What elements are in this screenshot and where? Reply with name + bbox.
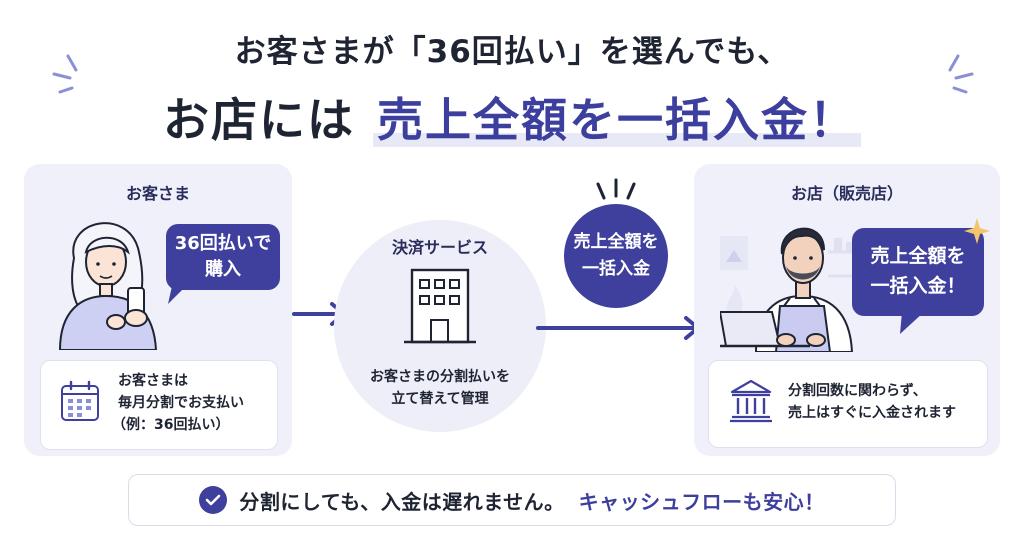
headline-highlight: 売上全額を一括入金！ xyxy=(373,93,861,147)
headline-line1: お客さまが「36回払い」を選んでも、 xyxy=(234,34,790,70)
sparkle-right-icon xyxy=(948,54,974,94)
bank-icon xyxy=(730,379,772,423)
service-text-line1: お客さまの分割払いを xyxy=(370,369,510,385)
customer-info-text: お客さまは 毎月分割でお支払い （例：36回払い） xyxy=(112,370,244,436)
customer-bubble-line2: 購入 xyxy=(205,259,241,280)
store-info-line1: 分割回数に関わらず、 xyxy=(788,383,927,399)
customer-illustration xyxy=(58,222,158,350)
customer-bubble-line1: 36回払いで xyxy=(174,233,272,254)
footer-banner: 分割にしても、入金は遅れません。 キャッシュフローも安心！ xyxy=(128,474,896,526)
footer-text: 分割にしても、入金は遅れません。 xyxy=(239,489,565,514)
calendar-icon xyxy=(61,380,99,421)
store-speech-bubble: 売上全額を 一括入金！ xyxy=(852,228,984,316)
customer-info-line3: （例：36回払い） xyxy=(112,417,230,433)
headline-prefix: お店には xyxy=(162,93,355,147)
customer-speech-bubble: 36回払いで 購入 xyxy=(166,224,280,290)
burst-lines xyxy=(596,178,636,200)
service-text-line2: 立て替えて管理 xyxy=(391,391,489,407)
building-icon xyxy=(404,268,476,344)
customer-info-line1: お客さまは xyxy=(118,373,188,389)
store-bubble-line1: 売上全額を xyxy=(870,245,966,267)
store-owner-illustration xyxy=(720,227,854,352)
store-info-text: 分割回数に関わらず、 売上はすぐに入金されます xyxy=(788,380,956,424)
store-info-line2: 売上はすぐに入金されます xyxy=(788,405,956,421)
payment-label-line1: 売上全額を xyxy=(573,232,659,252)
store-bubble-tail xyxy=(900,312,924,334)
customer-bubble-tail xyxy=(168,286,186,304)
long-arrow-right-icon xyxy=(536,316,700,340)
customer-title: お客さま xyxy=(125,184,190,203)
headline-line2: お店には 売上全額を一括入金！ xyxy=(0,84,1024,150)
payment-label-line2: 一括入金 xyxy=(582,259,650,279)
store-bubble-line2: 一括入金！ xyxy=(870,275,966,297)
lump-sum-payment-node: 売上全額を 一括入金 xyxy=(564,204,668,308)
sparkle-star-icon xyxy=(964,218,990,244)
customer-info-line2: 毎月分割でお支払い xyxy=(118,395,244,411)
sparkle-left-icon xyxy=(52,54,78,94)
service-title: 決済サービス xyxy=(391,238,488,257)
store-title: お店（販売店） xyxy=(790,184,903,203)
footer-accent-text: キャッシュフローも安心！ xyxy=(578,489,825,514)
service-text: お客さまの分割払いを 立て替えて管理 xyxy=(334,366,546,410)
check-circle-icon xyxy=(199,486,228,514)
